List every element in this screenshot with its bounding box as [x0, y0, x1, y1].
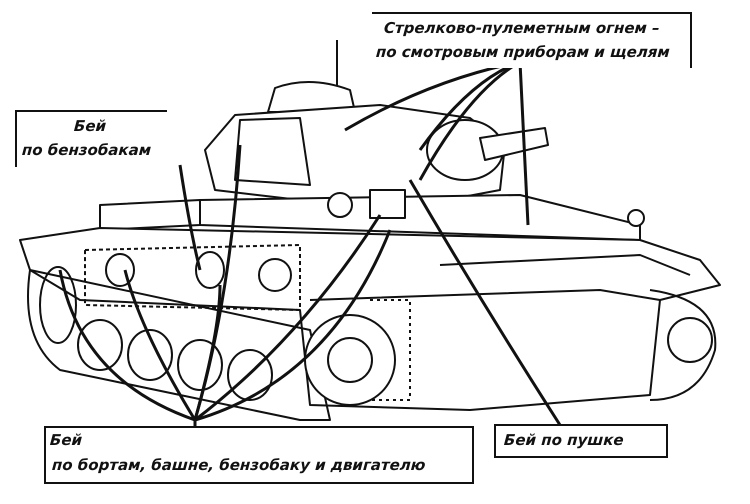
headlight [627, 209, 645, 227]
periscope [327, 192, 353, 218]
arrow-to-fuel-tank [178, 164, 202, 271]
small-arms-label-box [372, 12, 692, 68]
fuel-tanks-label-line1: Бей [73, 117, 107, 135]
fuel-tanks-label-line2: по бензобакам [21, 141, 152, 159]
gun-label-box [494, 424, 668, 458]
arrow-to-gun [408, 179, 562, 426]
arrow-side-1 [58, 269, 196, 422]
arrows [58, 60, 562, 428]
arrow-side-2 [123, 269, 197, 421]
turret-side-hatch [234, 117, 311, 186]
small-arms-label-line2: по смотровым приборам и щелям [375, 43, 671, 61]
arrow-side-6 [194, 229, 392, 422]
commander-cupola [267, 80, 356, 113]
fuel-tank-hatch-left [105, 253, 135, 287]
arrow-side-4 [193, 284, 222, 421]
engine-deck [99, 199, 201, 231]
arrow-side-5 [194, 214, 382, 422]
hull-edge [309, 289, 661, 301]
right-track [649, 289, 717, 401]
sides-label-box [44, 426, 474, 484]
sides-label-line2: по бортам, башне, бензобаку и двигателю [51, 456, 427, 474]
fuel-tank-hatch-right [195, 251, 225, 289]
left-track [27, 269, 331, 421]
arrow-to-visor [418, 60, 521, 181]
fuel-tanks-label-box [15, 110, 167, 167]
small-arms-label-line1: Стрелково-пулеметным огнем – [383, 19, 661, 37]
arrow-to-bow-mg [518, 61, 530, 226]
sides-label-line1: Бей [49, 431, 83, 449]
turret [204, 104, 506, 206]
front-plate-edge [439, 254, 691, 276]
gun-label: Бей по пушке [503, 431, 625, 449]
side-skirt [84, 244, 301, 311]
driver-visor [369, 189, 406, 219]
